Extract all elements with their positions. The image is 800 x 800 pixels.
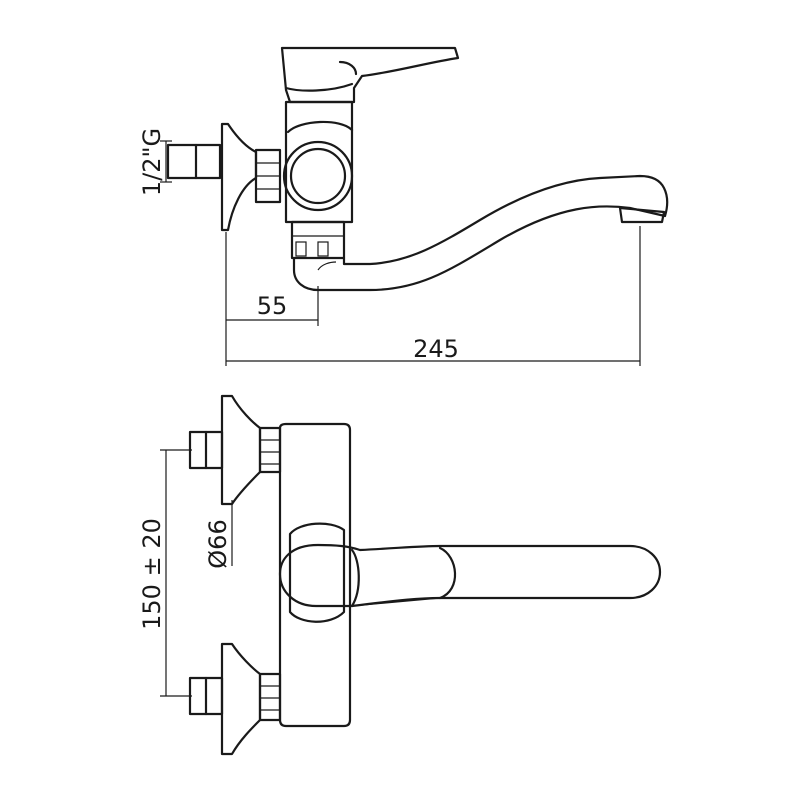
side-view: 1/2"G 55 245 bbox=[138, 46, 669, 366]
spacing-label: 150 ± 20 bbox=[138, 518, 166, 630]
spout-nut-side bbox=[290, 220, 346, 260]
dimension-length: 245 bbox=[226, 226, 641, 366]
dimension-thread: 1/2"G bbox=[138, 128, 172, 196]
lever-handle-side bbox=[280, 46, 460, 104]
upper-inlet-front bbox=[188, 394, 282, 506]
spout-side bbox=[292, 174, 669, 292]
mixer-body-side bbox=[282, 100, 354, 224]
inlet-connector-side bbox=[166, 122, 282, 232]
front-view: 150 ± 20 Ø66 bbox=[138, 394, 662, 756]
mixer-body-front bbox=[278, 422, 352, 728]
thread-size-label: 1/2"G bbox=[138, 128, 166, 196]
diameter-label: Ø66 bbox=[204, 519, 232, 568]
dimension-diameter: Ø66 bbox=[204, 500, 233, 569]
dimension-spacing: 150 ± 20 bbox=[138, 449, 192, 697]
offset-label: 55 bbox=[257, 292, 288, 320]
length-label: 245 bbox=[413, 335, 459, 363]
dimension-offset: 55 bbox=[225, 232, 319, 366]
lower-inlet-front bbox=[188, 642, 282, 756]
lever-handle-front bbox=[278, 543, 662, 608]
